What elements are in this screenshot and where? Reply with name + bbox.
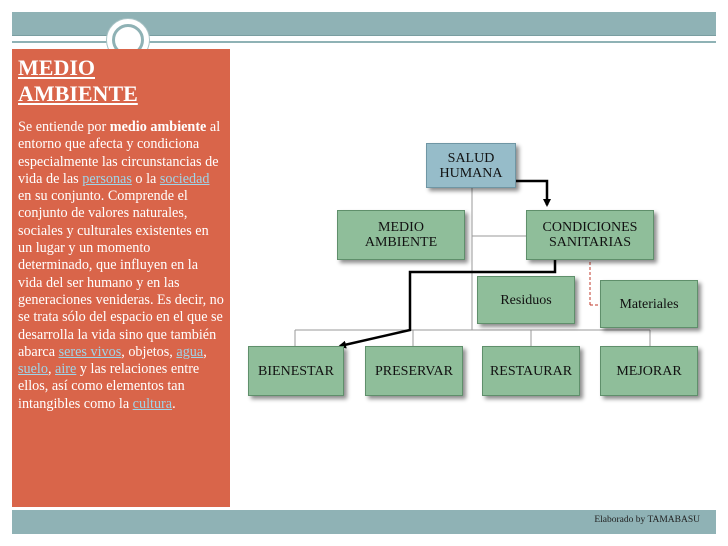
node-restaurar: RESTAURAR: [482, 346, 580, 396]
panel-title: MEDIO AMBIENTE: [18, 55, 224, 107]
node-bienestar-label: BIENESTAR: [258, 363, 334, 379]
node-preservar: PRESERVAR: [365, 346, 463, 396]
body-bold-term: medio ambiente: [109, 119, 207, 135]
node-mejorar: MEJORAR: [600, 346, 698, 396]
dashed-connectors: [589, 262, 598, 306]
body-text: ,: [47, 361, 56, 378]
node-salud-humana-line1: SALUD: [447, 150, 495, 166]
node-salud-humana-line2: HUMANA: [439, 165, 503, 181]
node-mejorar-label: MEJORAR: [616, 363, 682, 379]
node-materiales: Materiales: [600, 280, 698, 328]
node-residuos: Residuos: [477, 276, 575, 324]
link-seres-vivos[interactable]: seres vivos: [58, 343, 122, 360]
link-personas[interactable]: personas: [82, 170, 132, 187]
bottom-bar: [12, 510, 716, 534]
top-rule: [12, 41, 716, 43]
thin-connectors: [294, 185, 651, 346]
node-residuos-label: Residuos: [500, 292, 552, 308]
body-text: o la: [131, 170, 160, 187]
footer-credit: Elaborado by TAMABASU: [594, 515, 700, 525]
body-text: y las relaciones entre ellos, así como e…: [18, 361, 200, 412]
panel-body: Se entiende por medio ambiente al entorn…: [18, 119, 224, 413]
node-medio-ambiente-line1: MEDIO: [378, 220, 424, 235]
body-text: Se entiende por: [18, 119, 110, 135]
body-text: , objetos,: [121, 343, 177, 360]
arrow-connectors: [338, 179, 557, 349]
panel-title-line1: MEDIO: [18, 55, 95, 80]
link-agua[interactable]: agua: [176, 343, 204, 360]
link-sociedad[interactable]: sociedad: [159, 170, 210, 187]
body-text: al entorno que afecta y condiciona espec…: [18, 119, 221, 187]
panel-title-line2: AMBIENTE: [18, 81, 138, 106]
node-bienestar: BIENESTAR: [248, 346, 344, 396]
body-text: ,: [203, 343, 207, 360]
node-preservar-label: PRESERVAR: [375, 363, 453, 379]
node-restaurar-label: RESTAURAR: [489, 363, 573, 379]
node-materiales-label: Materiales: [619, 296, 679, 312]
link-suelo[interactable]: suelo: [18, 361, 48, 378]
node-medio-ambiente-line2: AMBIENTE: [364, 235, 438, 250]
link-aire[interactable]: aire: [55, 361, 77, 378]
node-condiciones-line2: SANITARIAS: [548, 235, 632, 250]
link-cultura[interactable]: cultura: [132, 395, 173, 412]
body-text: en su conjunto. Comprende el conjunto de…: [18, 188, 224, 360]
body-text: .: [172, 395, 176, 412]
definition-panel: MEDIO AMBIENTE Se entiende por medio amb…: [12, 49, 230, 507]
node-condiciones-line1: CONDICIONES: [542, 220, 638, 235]
